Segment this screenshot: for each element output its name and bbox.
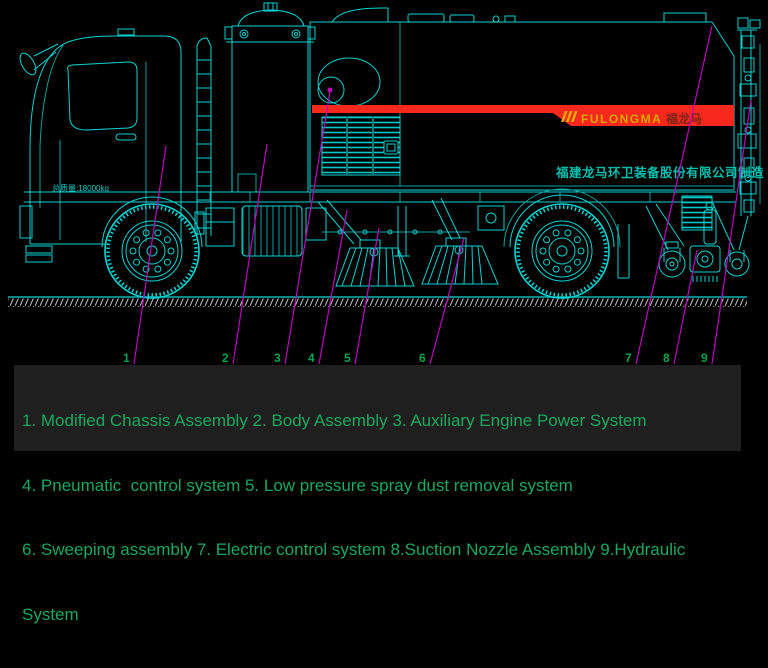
rear-wheel-arch	[509, 194, 615, 248]
body-assembly	[309, 7, 735, 191]
sweeper-truck-blueprint: 总质量:18000kg	[8, 2, 764, 624]
door-handle	[115, 133, 137, 141]
logo-slash-icon	[561, 111, 578, 122]
ground-line	[8, 296, 747, 307]
nozzle-caster-left	[658, 241, 686, 278]
brand-name-cn: 福龙马	[665, 111, 702, 126]
leader-line-9	[711, 99, 752, 365]
leader-line-8	[673, 249, 698, 365]
brush-right	[421, 245, 499, 285]
cab: 总质量:18000kg	[19, 28, 182, 263]
truck-diagram: 总质量:18000kg	[8, 2, 764, 365]
chassis-frame	[24, 191, 736, 257]
parts-legend: 1. Modified Chassis Assembly 2. Body Ass…	[14, 365, 741, 624]
leader-line-4	[318, 209, 348, 365]
callout-1: 1	[123, 351, 130, 365]
leader-line-5	[354, 227, 380, 365]
callout-5: 5	[344, 351, 351, 365]
rear-wheel	[513, 202, 611, 300]
auxiliary-engine-blower	[317, 57, 381, 107]
leader-lines	[133, 25, 752, 365]
callout-3: 3	[274, 351, 281, 365]
brand-name: FULONGMA	[581, 112, 662, 126]
legend-line-2: 4. Pneumatic control system 5. Low press…	[22, 475, 573, 495]
body-front-box	[224, 2, 316, 193]
louver-grille	[321, 116, 401, 176]
front-wheel	[103, 202, 201, 300]
gvw-label: 总质量:18000kg	[52, 183, 109, 193]
callout-7: 7	[625, 351, 632, 365]
cab-window	[67, 61, 138, 131]
sweeping-assembly	[317, 197, 499, 287]
fuel-tank	[241, 205, 303, 257]
front-wheel-arch	[101, 196, 203, 248]
brand-stripe: FULONGMA 福龙马	[312, 105, 734, 126]
callout-9: 9	[701, 351, 708, 365]
rear-cab-ladder	[196, 37, 212, 236]
battery-box	[194, 207, 235, 247]
leader-line-7	[635, 25, 713, 365]
leader-line-6	[429, 237, 465, 365]
leader-line-3	[284, 91, 331, 365]
roof-scoop	[331, 7, 389, 23]
callout-2: 2	[222, 351, 229, 365]
suction-nozzle-assembly	[617, 195, 750, 282]
side-mirror	[19, 43, 59, 76]
nozzle-caster-right	[724, 250, 750, 277]
callout-4: 4	[308, 351, 315, 365]
dome-vent	[237, 9, 305, 27]
hydraulic-system-tower	[737, 17, 761, 251]
legend-line-4: System	[22, 604, 79, 624]
leader-line-2	[232, 143, 268, 365]
callout-8: 8	[663, 351, 670, 365]
callout-6: 6	[419, 351, 426, 365]
legend-line-3: 6. Sweeping assembly 7. Electric control…	[22, 540, 686, 559]
manufacturer-label: 福建龙马环卫装备股份有限公司制造	[555, 165, 764, 180]
legend-line-1: 1. Modified Chassis Assembly 2. Body Ass…	[22, 411, 647, 430]
callout-numbers: 1 2 3 4 5 6 7 8 9	[123, 351, 708, 365]
leader-line-1	[133, 145, 167, 365]
